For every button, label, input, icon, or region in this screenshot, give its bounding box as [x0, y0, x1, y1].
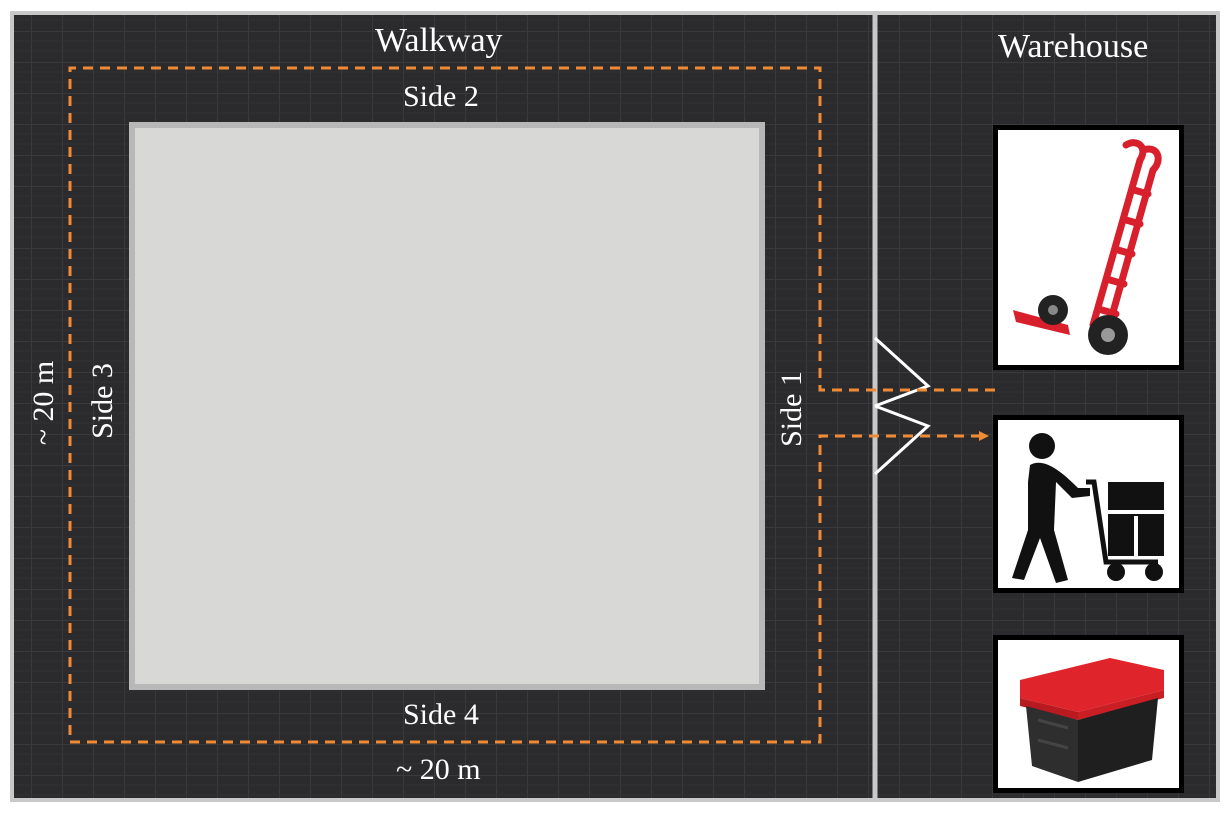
walkway-label: Walkway	[375, 22, 503, 59]
warehouse-label: Warehouse	[998, 28, 1149, 65]
door-icon	[873, 336, 931, 476]
dim-left-label: ~ 20 m	[27, 360, 60, 446]
person-pushing-cart-icon	[1012, 433, 1164, 583]
side3-label: Side 3	[86, 363, 119, 439]
side2-label: Side 2	[403, 80, 479, 113]
central-building	[129, 122, 765, 690]
dim-bottom-label: ~ 20 m	[396, 753, 481, 786]
side4-label: Side 4	[403, 698, 479, 731]
hand-truck-icon	[1013, 139, 1162, 355]
hand-truck-card	[993, 125, 1184, 370]
crate-card	[993, 635, 1184, 793]
route-path	[68, 66, 995, 744]
cart-pusher-card	[993, 415, 1184, 593]
side1-label: Side 1	[775, 371, 808, 447]
storage-crate-icon	[1020, 658, 1164, 782]
